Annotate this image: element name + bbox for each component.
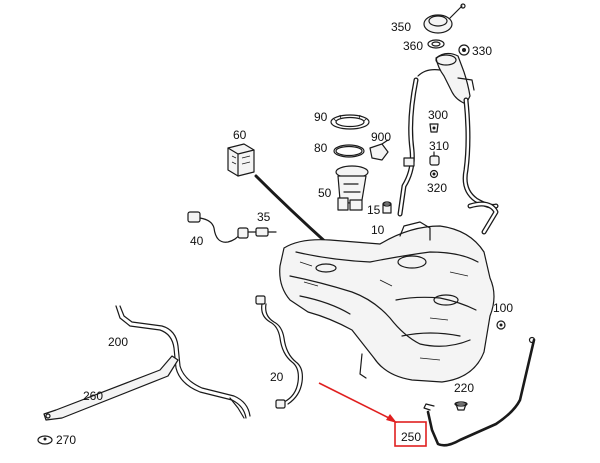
part-10-fuel-tank <box>279 221 495 383</box>
part-220-fastener <box>454 401 468 411</box>
part-50-fuel-pump <box>335 165 369 211</box>
part-90-locking-ring <box>330 114 370 130</box>
part-250-tank-strap <box>423 336 536 447</box>
callout-100: 100 <box>493 301 513 315</box>
callout-360: 360 <box>403 39 423 53</box>
part-filler-neck <box>397 52 499 235</box>
highlight-arrow-head <box>386 414 397 423</box>
highlight-pointer <box>318 382 427 447</box>
part-360-seal-ring <box>427 39 445 49</box>
callout-270: 270 <box>56 433 76 447</box>
part-20-fuel-line <box>255 295 303 409</box>
callout-310: 310 <box>429 139 449 153</box>
part-350-fuel-cap <box>423 3 466 34</box>
callout-250: 250 <box>401 430 421 444</box>
part-40-sensor-harness <box>187 211 257 243</box>
callout-35: 35 <box>257 210 271 224</box>
highlight-arrow-line <box>318 382 394 421</box>
callout-330: 330 <box>472 44 492 58</box>
part-80-seal <box>333 144 365 158</box>
part-100-grommet <box>496 320 506 330</box>
part-330-clip <box>458 44 470 56</box>
callout-300: 300 <box>428 108 448 122</box>
part-320-grommet <box>429 169 439 179</box>
callout-350: 350 <box>391 20 411 34</box>
part-15-bolt <box>382 201 392 214</box>
part-260-strap <box>43 355 179 421</box>
highlight-box-250 <box>394 421 427 447</box>
callout-15: 15 <box>367 203 381 217</box>
callout-320: 320 <box>427 181 447 195</box>
callout-260: 260 <box>83 389 103 403</box>
callout-80: 80 <box>314 141 328 155</box>
callout-900: 900 <box>371 130 391 144</box>
callout-90: 90 <box>314 110 328 124</box>
callout-10: 10 <box>371 223 385 237</box>
part-300-fitting <box>429 123 439 133</box>
part-35-connector <box>255 227 277 237</box>
callout-60: 60 <box>233 128 247 142</box>
callout-200: 200 <box>108 335 128 349</box>
callout-40: 40 <box>190 234 204 248</box>
callout-20: 20 <box>270 370 284 384</box>
part-60-control-module <box>227 143 255 177</box>
part-900-sensor <box>369 139 389 161</box>
part-200-line <box>115 305 251 419</box>
part-270-clip <box>37 435 53 445</box>
part-310-valve <box>429 151 440 166</box>
callout-50: 50 <box>318 186 332 200</box>
callout-220: 220 <box>454 381 474 395</box>
